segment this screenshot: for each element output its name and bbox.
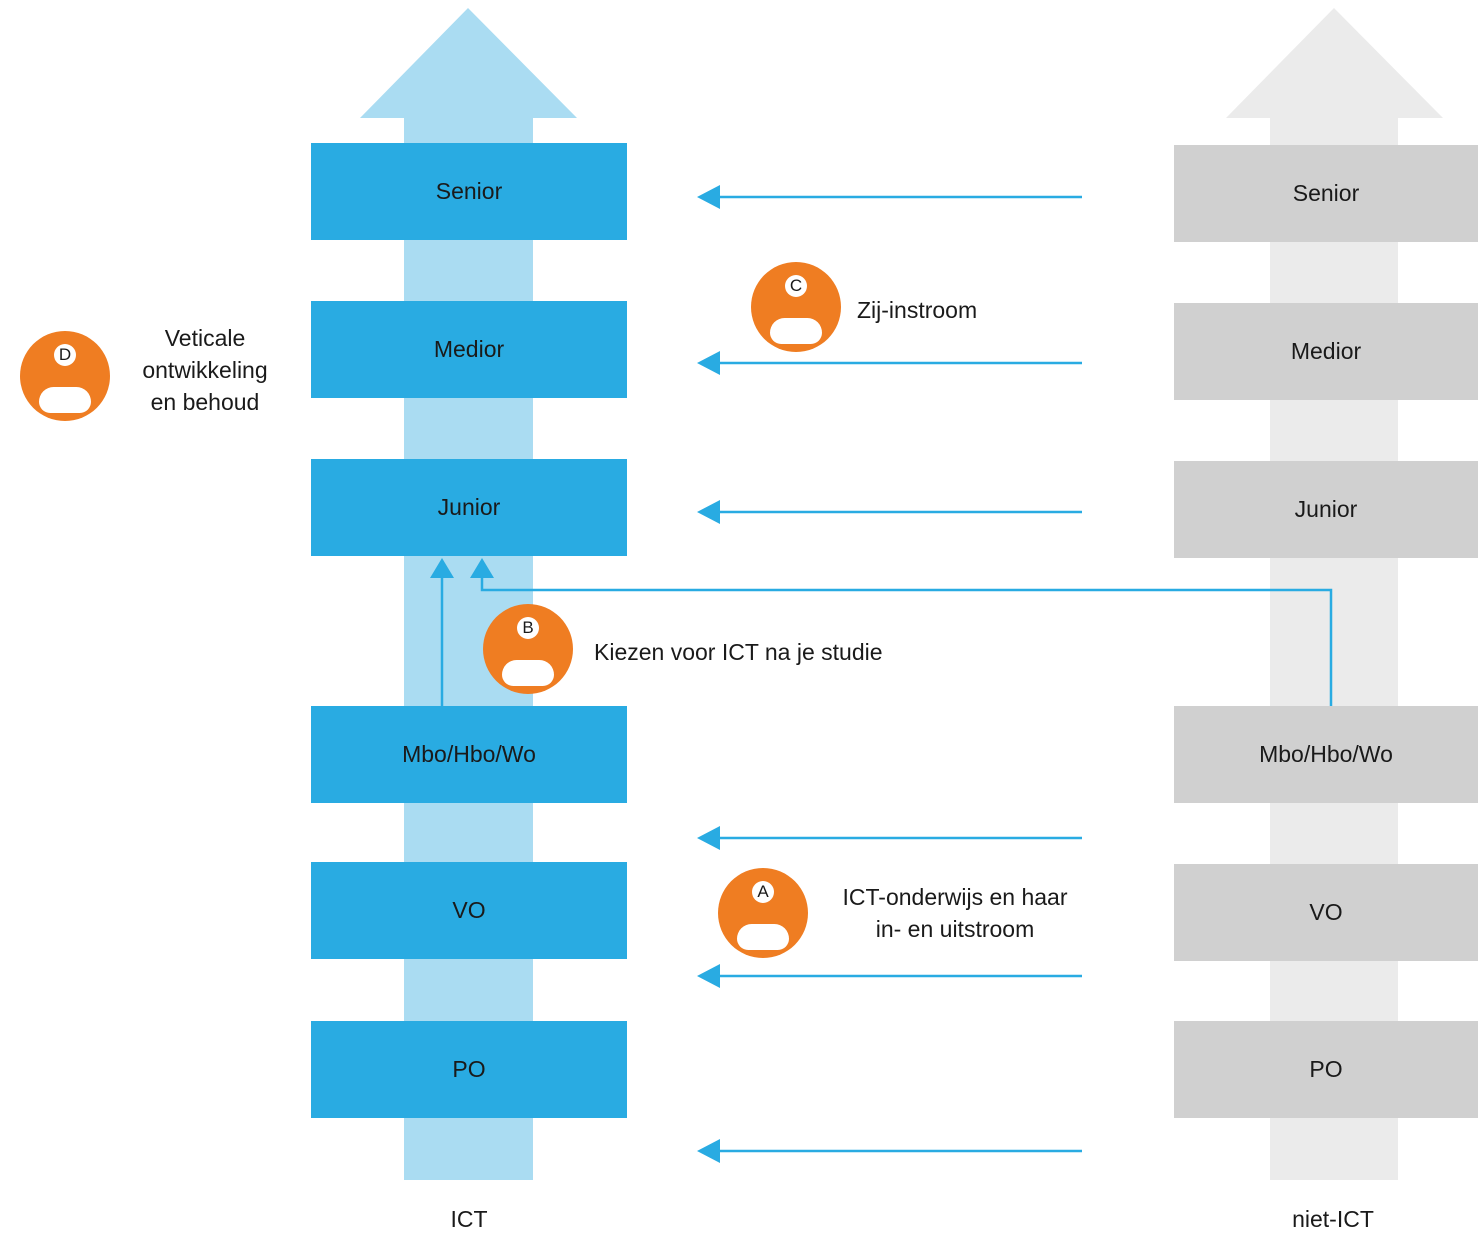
ict-column-label: ICT xyxy=(450,1206,488,1232)
annotation-d-line: en behoud xyxy=(150,389,260,415)
badge-letter: C xyxy=(785,275,807,297)
flow-arrow-senior xyxy=(697,185,1082,209)
ict-level-medior: Medior xyxy=(311,301,627,398)
badge-letter: D xyxy=(54,344,76,366)
ict-level-senior: Senior xyxy=(311,143,627,240)
ict-level-label: Junior xyxy=(437,494,501,520)
badge-letter: A xyxy=(752,881,774,903)
flow-arrow-junior xyxy=(697,500,1082,524)
niet-ict-level-senior: Senior xyxy=(1174,145,1478,242)
person-body-icon xyxy=(39,387,91,413)
flow-arrow-po xyxy=(697,1139,1082,1163)
person-body-icon xyxy=(737,924,789,950)
niet-ict-level-label: PO xyxy=(1309,1056,1343,1082)
niet-ict-level-mbo-hbo-wo: Mbo/Hbo/Wo xyxy=(1174,706,1478,803)
flow-arrow-vo-top xyxy=(697,826,1082,850)
person-body-icon xyxy=(502,660,554,686)
annotation-d-line: ontwikkeling xyxy=(142,357,268,383)
person-body-icon xyxy=(770,318,822,344)
annotation-d-line: Veticale xyxy=(164,325,246,351)
flow-arrow-medior xyxy=(697,351,1082,375)
ict-level-label: Mbo/Hbo/Wo xyxy=(402,741,536,767)
annotation-b-text: Kiezen voor ICT na je studie xyxy=(594,639,883,665)
ict-level-po: PO xyxy=(311,1021,627,1118)
badge-a-person-icon: A xyxy=(718,868,808,958)
niet-ict-level-label: Medior xyxy=(1290,338,1362,364)
niet-ict-level-label: VO xyxy=(1309,899,1343,925)
ict-level-label: Senior xyxy=(435,178,503,204)
niet-ict-level-label: Mbo/Hbo/Wo xyxy=(1259,741,1393,767)
niet-ict-level-junior: Junior xyxy=(1174,461,1478,558)
flow-arrow-ict-study-to-junior xyxy=(430,558,454,706)
niet-ict-level-label: Senior xyxy=(1292,180,1360,206)
annotation-a-line: in- en uitstroom xyxy=(875,916,1035,942)
ict-level-mbo-hbo-wo: Mbo/Hbo/Wo xyxy=(311,706,627,803)
badge-d-person-icon: D xyxy=(20,331,110,421)
ict-level-label: VO xyxy=(452,897,486,923)
badge-b-person-icon: B xyxy=(483,604,573,694)
annotation-d-text: Veticale ontwikkeling en behoud xyxy=(105,322,305,418)
ict-level-label: Medior xyxy=(433,336,505,362)
badge-letter: B xyxy=(517,617,539,639)
niet-ict-level-po: PO xyxy=(1174,1021,1478,1118)
flow-arrow-vo-bottom xyxy=(697,964,1082,988)
ict-level-label: PO xyxy=(452,1056,486,1082)
flow-arrow-niet-ict-study-to-ict-junior xyxy=(470,558,1333,706)
ict-level-vo: VO xyxy=(311,862,627,959)
niet-ict-level-medior: Medior xyxy=(1174,303,1478,400)
annotation-c-text: Zij-instroom xyxy=(857,297,978,323)
ict-level-junior: Junior xyxy=(311,459,627,556)
annotation-a-line: ICT-onderwijs en haar xyxy=(842,884,1068,910)
niet-ict-level-vo: VO xyxy=(1174,864,1478,961)
annotation-a-text: ICT-onderwijs en haar in- en uitstroom xyxy=(820,881,1090,945)
niet-ict-column-label: niet-ICT xyxy=(1292,1206,1374,1232)
badge-c-person-icon: C xyxy=(751,262,841,352)
niet-ict-level-label: Junior xyxy=(1294,496,1358,522)
